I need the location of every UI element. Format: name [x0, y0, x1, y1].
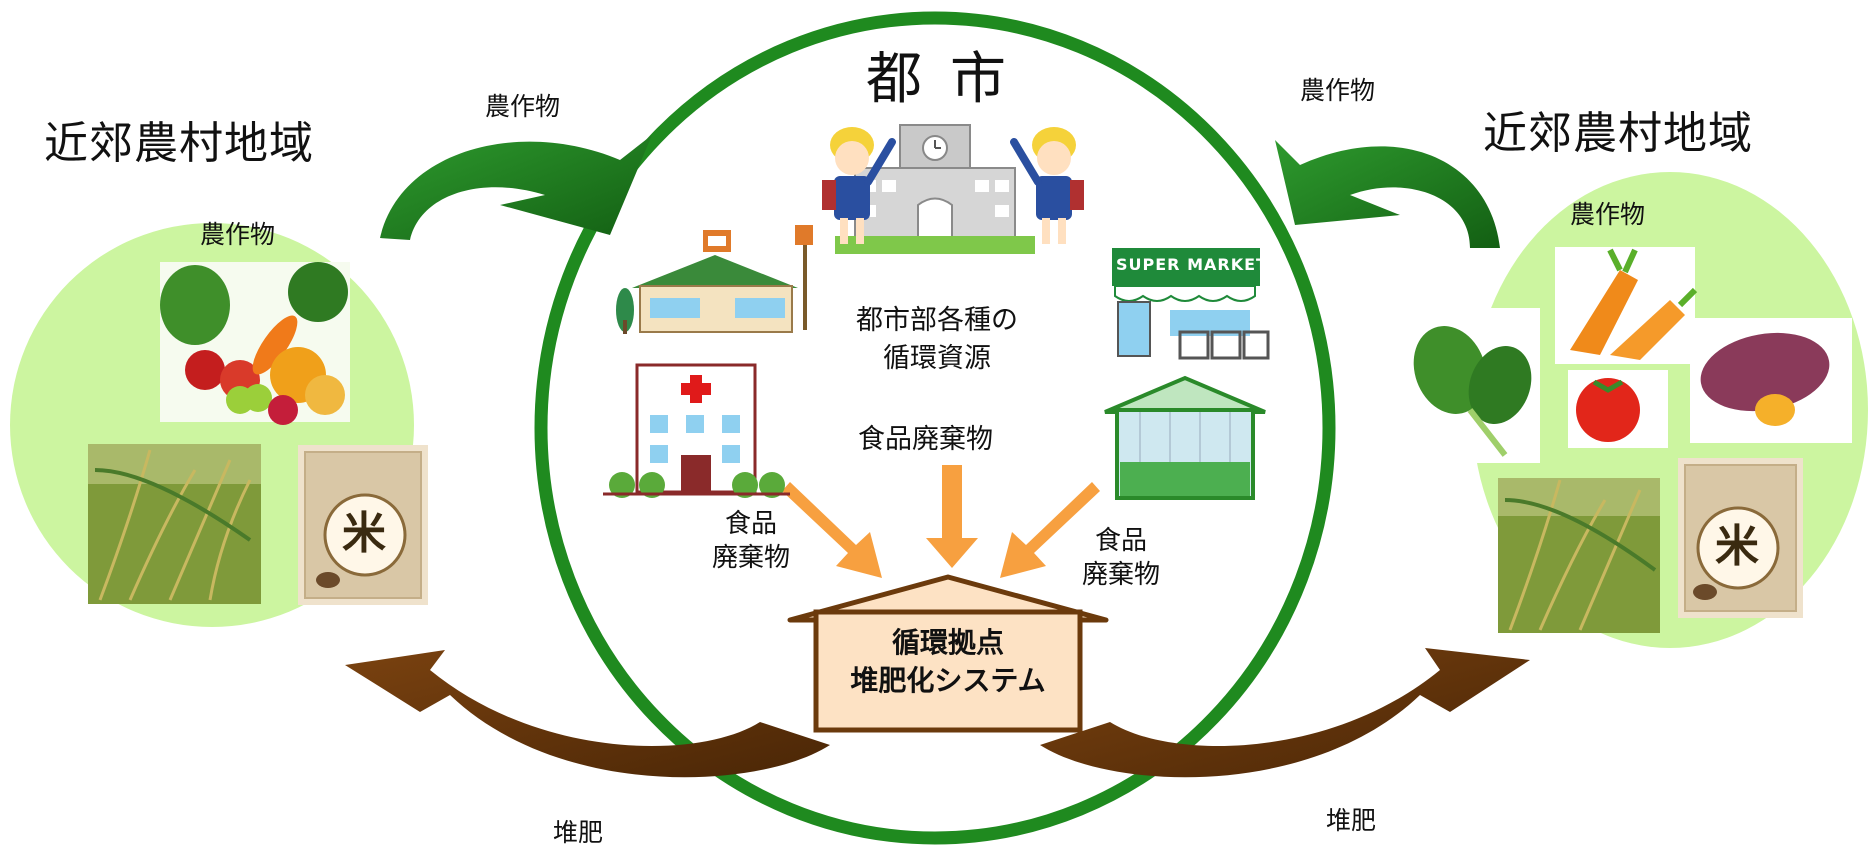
hub-label: 循環拠点 堆肥化システム — [816, 624, 1080, 700]
rice-bag-photo-left — [298, 445, 428, 605]
compost-arrow-left — [345, 650, 830, 778]
crop-flow-label-left: 農作物 — [485, 92, 561, 121]
supermarket-building-icon — [1112, 248, 1270, 360]
city-resources-label: 都市部各種の 循環資源 — [856, 305, 1018, 374]
hub-label-line2: 堆肥化システム — [850, 663, 1046, 697]
compost-flow-label-right: 堆肥 — [1326, 806, 1377, 835]
rice-field-photo-right — [1498, 478, 1660, 633]
hub-building — [787, 574, 1109, 733]
rice-bag-char-right: 米 — [1715, 521, 1759, 572]
restaurant-building-icon — [616, 225, 813, 334]
food-waste-label-center: 食品廃棄物 — [858, 424, 993, 455]
sweet-potato-photo — [1690, 318, 1852, 443]
crop-flow-label-right: 農作物 — [1300, 76, 1376, 105]
rice-bag-char-left: 米 — [342, 508, 386, 559]
supermarket-sign: SUPER MARKET — [1116, 255, 1268, 274]
greenhouse-icon — [1104, 375, 1266, 500]
rice-field-photo-left — [88, 444, 261, 604]
hospital-building-icon — [603, 363, 790, 498]
student-left-icon — [822, 127, 896, 244]
rural-area-title-right: 近郊農村地域 — [1483, 108, 1753, 159]
student-right-icon — [1010, 127, 1084, 244]
food-waste-label-left: 食品 廃棄物 — [712, 509, 791, 573]
hub-label-line1: 循環拠点 — [891, 626, 1004, 659]
rice-bag-photo-right — [1678, 458, 1803, 618]
food-waste-label-right: 食品 廃棄物 — [1082, 526, 1161, 590]
rural-crops-label-right: 農作物 — [1570, 200, 1646, 229]
rural-crops-label-left: 農作物 — [200, 220, 276, 249]
waste-arrow-right — [1000, 482, 1100, 578]
city-title: 都市 — [866, 47, 1034, 112]
crop-arrow-left — [380, 135, 652, 240]
compost-arrow-right — [1040, 648, 1530, 778]
carrot-photo — [1555, 247, 1698, 364]
waste-arrow-center — [926, 465, 978, 568]
tomato-photo — [1568, 370, 1668, 448]
vegetables-basket-photo — [160, 262, 350, 425]
crop-arrow-right — [1275, 140, 1500, 248]
compost-flow-label-left: 堆肥 — [553, 818, 604, 847]
waste-arrow-left — [782, 482, 882, 578]
spinach-photo — [1410, 308, 1540, 463]
city-ring — [534, 11, 1336, 845]
school-building-icon — [835, 124, 1035, 254]
rural-area-title-left: 近郊農村地域 — [44, 118, 314, 169]
